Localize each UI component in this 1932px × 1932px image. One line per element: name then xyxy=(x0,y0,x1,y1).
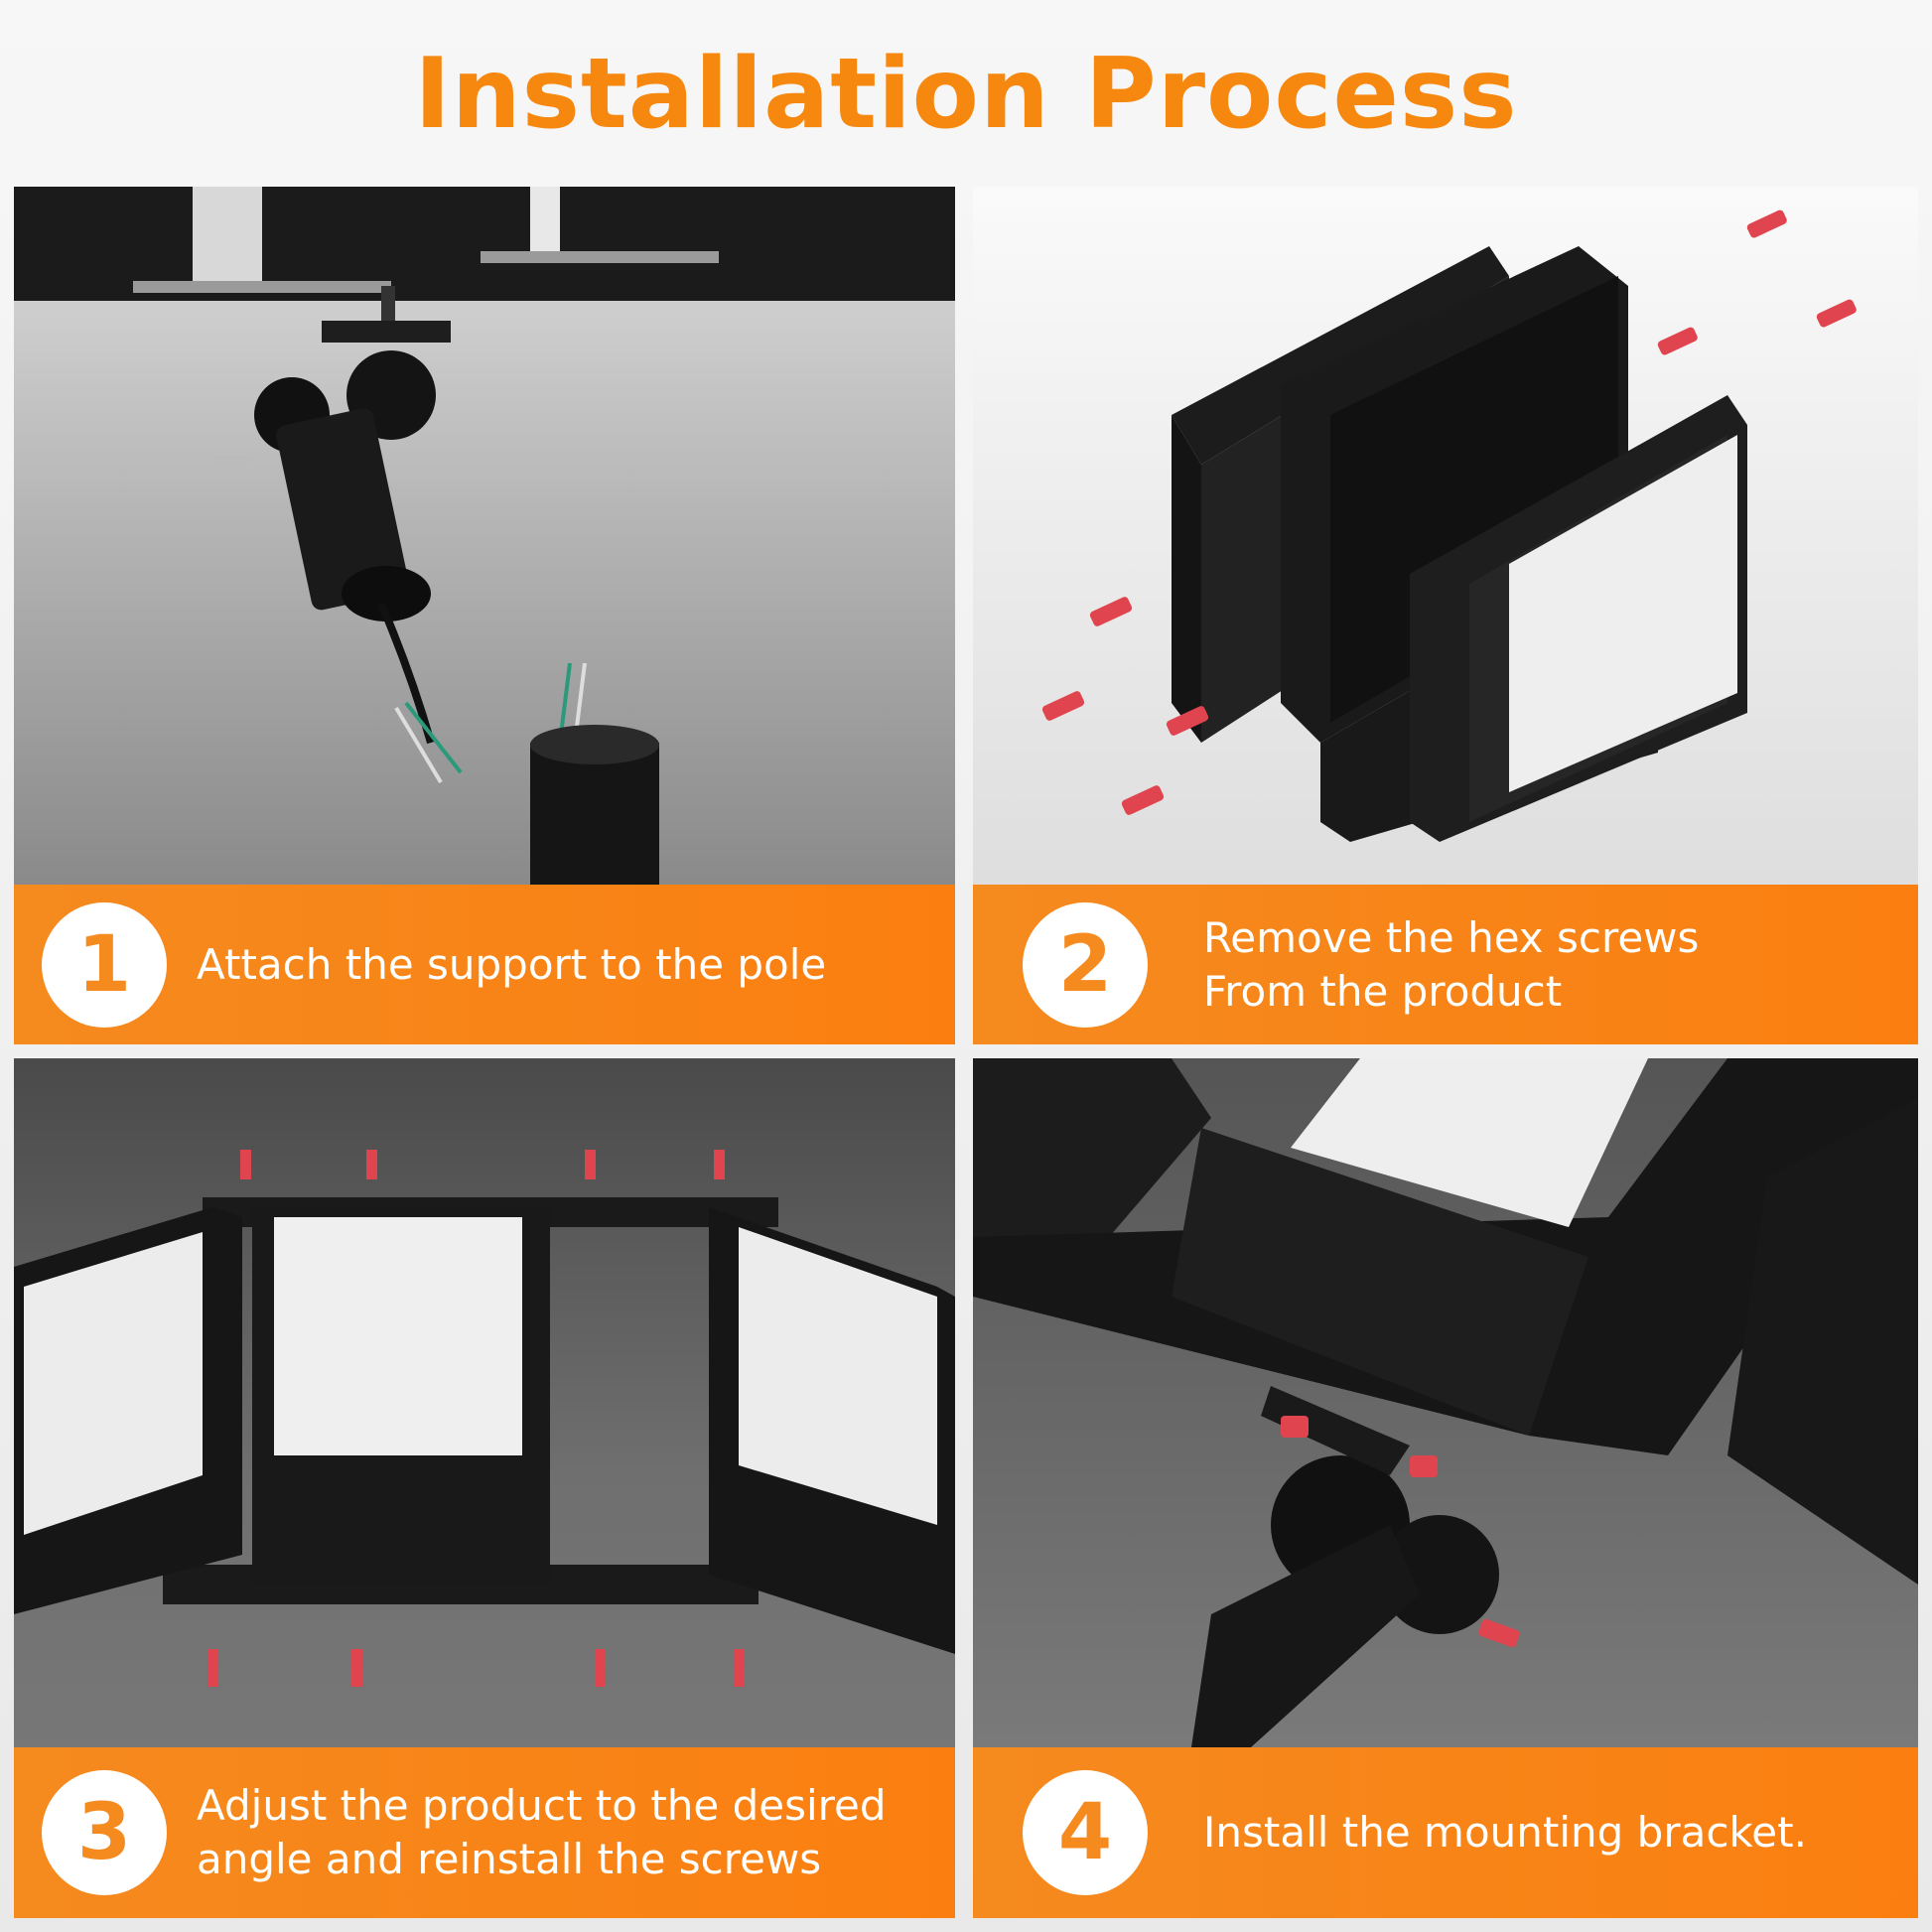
step-3-text: Adjust the product to the desired angle … xyxy=(197,1779,887,1886)
step-2-panel: 2 Remove the hex screws From the product xyxy=(973,187,1918,1044)
page-title: Installation Process xyxy=(414,38,1518,151)
step-1-text: Attach the support to the pole xyxy=(197,938,826,992)
step-4-text: Install the mounting bracket. xyxy=(1203,1806,1807,1860)
step-2-caption-bar: 2 Remove the hex screws From the product xyxy=(973,885,1918,1044)
step-2-line-2: From the product xyxy=(1203,966,1563,1016)
step-2-illustration xyxy=(973,187,1918,885)
step-3-line-1: Adjust the product to the desired xyxy=(197,1781,887,1830)
step-3-illustration xyxy=(14,1058,955,1747)
step-4-illustration xyxy=(973,1058,1918,1747)
step-2-line-1: Remove the hex screws xyxy=(1203,912,1700,962)
step-3-line-2: angle and reinstall the screws xyxy=(197,1835,822,1883)
step-1-illustration xyxy=(14,187,955,885)
step-2-number-badge: 2 xyxy=(1023,901,1148,1028)
step-1-panel: 1 Attach the support to the pole xyxy=(14,187,955,1044)
step-4-panel: 4 Install the mounting bracket. xyxy=(973,1058,1918,1918)
step-2-text: Remove the hex screws From the product xyxy=(1203,911,1699,1019)
step-3-number-badge: 3 xyxy=(42,1770,167,1895)
step-3-panel: 3 Adjust the product to the desired angl… xyxy=(14,1058,955,1918)
step-4-caption-bar: 4 Install the mounting bracket. xyxy=(973,1747,1918,1918)
step-1-line-1: Attach the support to the pole xyxy=(197,939,827,989)
step-1-number-badge: 1 xyxy=(42,901,167,1028)
step-1-caption-bar: 1 Attach the support to the pole xyxy=(14,885,955,1044)
step-4-number-badge: 4 xyxy=(1023,1770,1148,1895)
step-4-line-1: Install the mounting bracket. xyxy=(1203,1808,1807,1857)
step-3-caption-bar: 3 Adjust the product to the desired angl… xyxy=(14,1747,955,1918)
